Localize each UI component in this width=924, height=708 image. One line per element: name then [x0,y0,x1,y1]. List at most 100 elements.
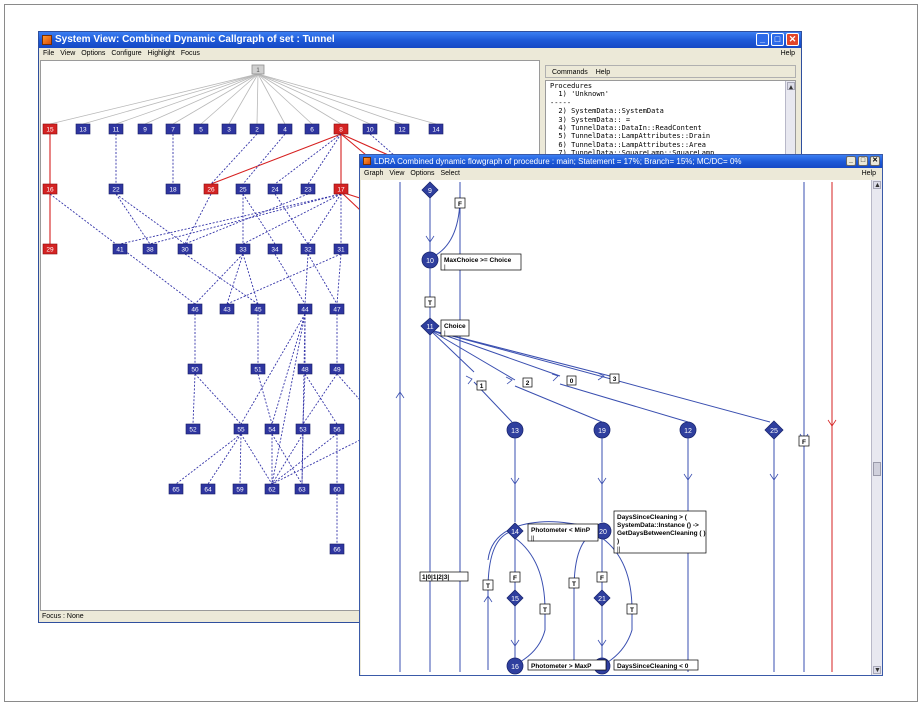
close-icon[interactable]: ✕ [870,156,880,166]
callgraph-node-6[interactable] [304,123,320,135]
commands-help[interactable]: Help [595,69,611,76]
minimize-icon[interactable]: _ [846,156,856,166]
callgraph-node-54[interactable] [264,423,280,435]
callgraph-node-12[interactable] [394,123,410,135]
callgraph-node-62[interactable] [264,483,280,495]
callgraph-node-53[interactable] [295,423,311,435]
callgraph-node-29[interactable] [42,243,58,255]
callgraph-node-45[interactable] [250,303,266,315]
procedure-item[interactable]: 3) SystemData:: = [550,115,631,124]
callgraph-node-34[interactable] [267,243,283,255]
callgraph-node-4[interactable] [277,123,293,135]
flowgraph-scrollbar[interactable]: ▲ ▼ [871,180,882,675]
procedures-list[interactable]: Procedures 1) 'Unknown' ----- 2) SystemD… [545,80,796,160]
callgraph-node-23[interactable] [300,183,316,195]
procedure-item[interactable]: 4) TunnelData::DataIn::ReadContent [550,124,702,133]
procedures-scrollbar[interactable]: ▲ [785,81,795,159]
node-19[interactable] [593,421,611,439]
menu-help[interactable]: Help [780,50,795,57]
callgraph-node-65[interactable] [168,483,184,495]
callgraph-node-43[interactable] [219,303,235,315]
callgraph-node-52[interactable] [185,423,201,435]
scroll-up-icon[interactable]: ▲ [873,181,881,189]
callgraph-node-13[interactable] [75,123,91,135]
callgraph-node-17[interactable] [333,183,349,195]
callgraph-node-55[interactable] [233,423,249,435]
callgraph-node-8[interactable] [333,123,349,135]
menu-graph[interactable]: Graph [364,170,384,177]
maximize-icon[interactable]: □ [771,33,784,46]
callgraph-node-2[interactable] [249,123,265,135]
callgraph-node-63[interactable] [294,483,310,495]
procedure-item[interactable]: 7) TunnelData::SquareLamp::SquareLamp [550,149,791,157]
callgraph-node-49[interactable] [329,363,345,375]
callgraph-node-56[interactable] [329,423,345,435]
callgraph-node-47[interactable] [329,303,345,315]
menu-options[interactable]: Options [81,50,106,57]
callgraph-node-5[interactable] [193,123,209,135]
callgraph-node-30[interactable] [177,243,193,255]
menu-file[interactable]: File [43,50,55,57]
menu-view[interactable]: View [60,50,76,57]
flowgraph-titlebar[interactable]: LDRA Combined dynamic flowgraph of proce… [360,155,882,168]
callgraph-node-24[interactable] [267,183,283,195]
callgraph-node-38[interactable] [142,243,158,255]
callgraph-node-22[interactable] [108,183,124,195]
callgraph-node-44[interactable] [297,303,313,315]
callgraph-node-16[interactable] [42,183,58,195]
node-11-diamond[interactable] [420,317,440,336]
node-21-diamond[interactable] [593,589,611,607]
callgraph-node-10[interactable] [362,123,378,135]
callgraph-node-9[interactable] [137,123,153,135]
callgraph-node-31[interactable] [333,243,349,255]
callgraph-node-7[interactable] [165,123,181,135]
scroll-up-icon[interactable]: ▲ [787,82,795,91]
callgraph-node-66[interactable] [329,543,345,555]
system-view-titlebar[interactable]: System View: Combined Dynamic Callgraph … [39,32,801,48]
menu-focus[interactable]: Focus [180,50,200,57]
node-10[interactable] [421,251,439,269]
commands-tab[interactable]: Commands [552,69,588,76]
callgraph-node-60[interactable] [329,483,345,495]
callgraph-node-18[interactable] [165,183,181,195]
node-12[interactable] [679,421,697,439]
callgraph-node-59[interactable] [232,483,248,495]
procedure-item[interactable]: 2) SystemData::SystemData [550,107,664,116]
callgraph-node-11[interactable] [108,123,124,135]
scrollbar-thumb[interactable] [873,462,881,476]
node-13[interactable] [506,421,524,439]
menu-configure[interactable]: Configure [111,50,142,57]
callgraph-node-50[interactable] [187,363,203,375]
menu-help[interactable]: Help [861,170,876,177]
menu-select[interactable]: Select [440,170,460,177]
node-15-diamond[interactable] [506,589,524,607]
callgraph-node-label: 31 [337,247,345,254]
procedure-item[interactable]: 1) 'Unknown' [550,90,610,99]
procedure-item[interactable]: 6) TunnelData::LampAttributes::Area [550,140,706,149]
callgraph-node-3[interactable] [221,123,237,135]
menu-highlight[interactable]: Highlight [147,50,175,57]
callgraph-node-48[interactable] [297,363,313,375]
node-16[interactable] [506,657,524,675]
menu-options[interactable]: Options [410,170,435,177]
close-icon[interactable]: ✕ [786,33,799,46]
node-25-diamond[interactable] [764,420,784,440]
callgraph-node-51[interactable] [250,363,266,375]
callgraph-node-25[interactable] [235,183,251,195]
callgraph-root-node[interactable] [251,64,265,75]
menu-view[interactable]: View [389,170,405,177]
callgraph-node-32[interactable] [300,243,316,255]
callgraph-node-26[interactable] [203,183,219,195]
callgraph-node-15[interactable] [42,123,58,135]
callgraph-node-33[interactable] [235,243,251,255]
minimize-icon[interactable]: _ [756,33,769,46]
callgraph-node-64[interactable] [200,483,216,495]
callgraph-node-14[interactable] [428,123,444,135]
node-14-diamond[interactable] [506,522,524,540]
procedure-item[interactable]: 5) TunnelData::LampAttributes::Drain [550,132,711,141]
maximize-icon[interactable]: □ [858,156,868,166]
scroll-down-icon[interactable]: ▼ [873,666,881,674]
callgraph-node-46[interactable] [187,303,203,315]
node-9-diamond[interactable] [421,181,439,199]
callgraph-node-41[interactable] [112,243,128,255]
